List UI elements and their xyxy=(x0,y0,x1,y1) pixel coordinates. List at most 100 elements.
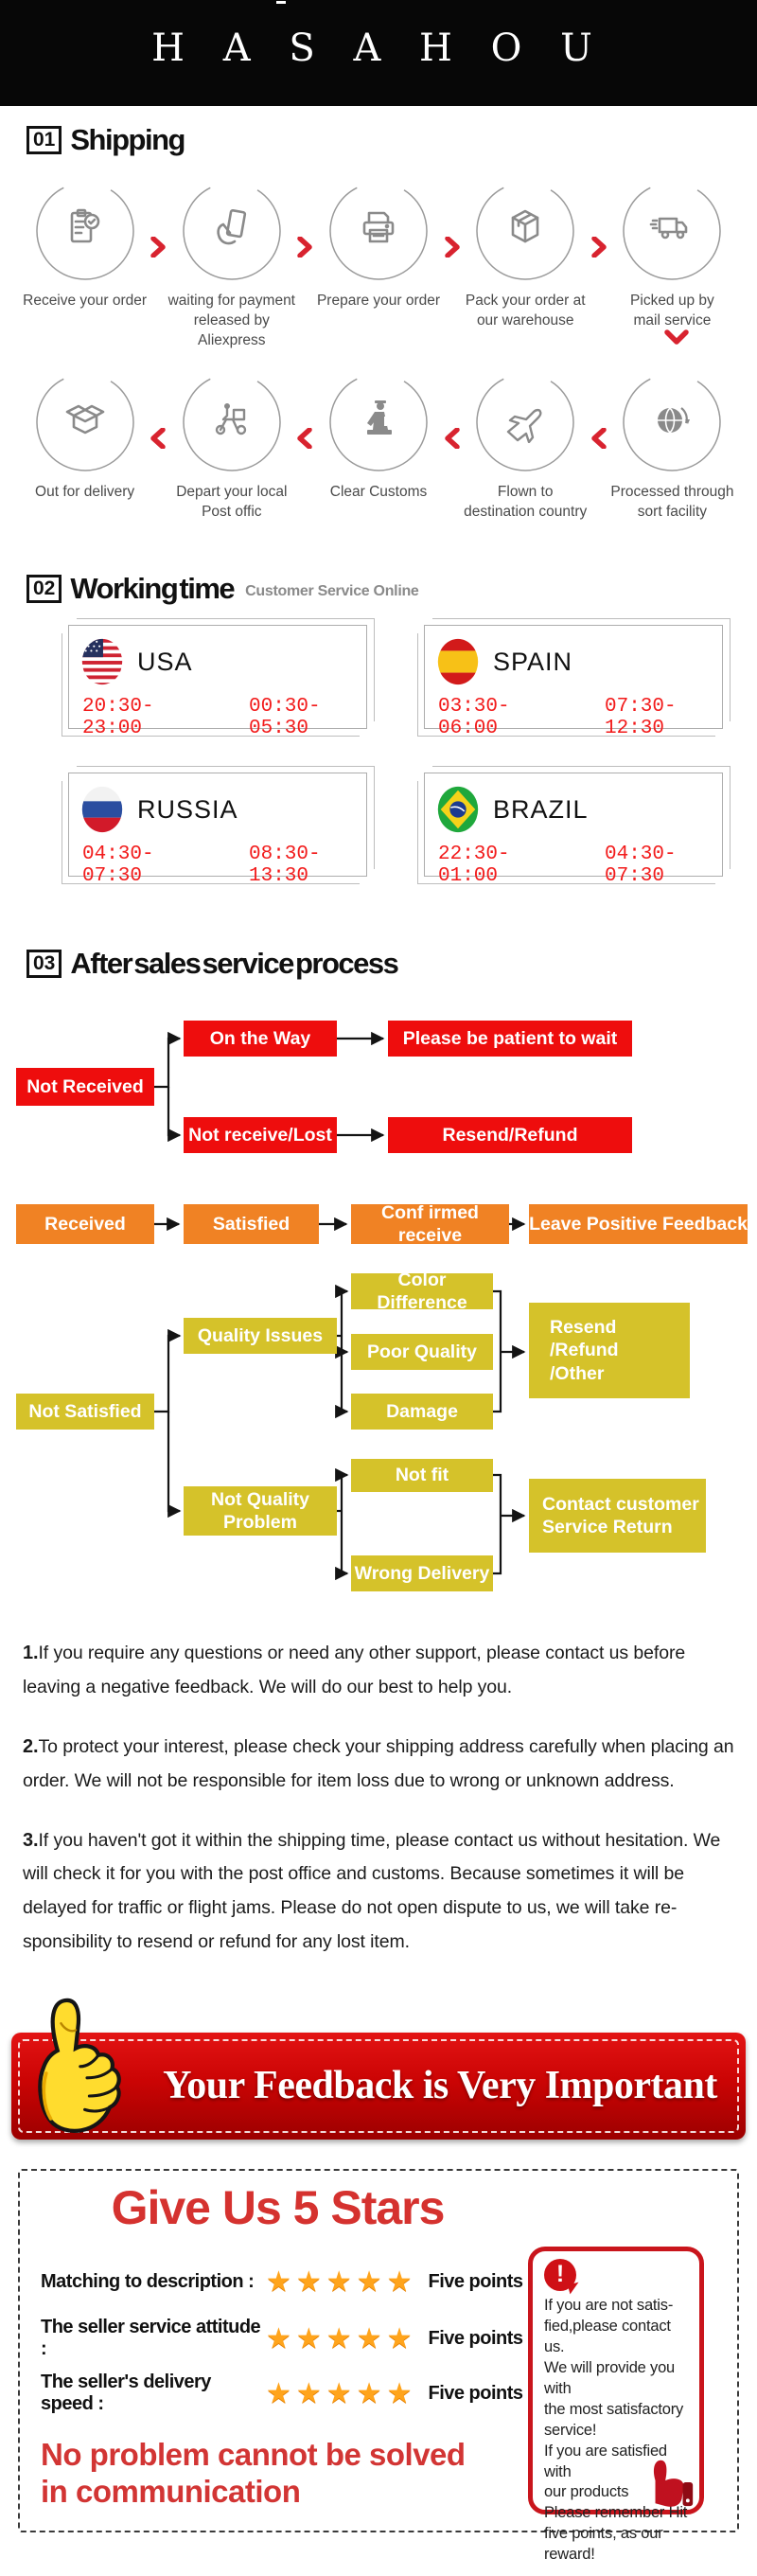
usa-flag-icon xyxy=(81,638,123,685)
give-us-5-stars-section: Give Us 5 Stars Matching to description … xyxy=(18,2169,739,2563)
arc-circle xyxy=(329,373,428,471)
shipping-step: Pack your order at our warehouse xyxy=(460,178,591,351)
feedback-banner-ribbon xyxy=(11,2033,746,2140)
service-time: 07:30-12:30 xyxy=(605,696,677,739)
brand-title: H A S A H O U xyxy=(151,27,606,70)
delivery-scooter-icon xyxy=(215,403,246,435)
step-label: Receive your order xyxy=(23,293,148,309)
flow-node-confirmed-receive: Conf irmed receive xyxy=(351,1202,509,1246)
feedback-banner-text: Your Feedback is Very Important xyxy=(163,2064,717,2107)
step-label: Prepare your order xyxy=(316,293,441,309)
step-label: Out for delivery xyxy=(35,484,135,500)
flow-node-poor-quality: Poor Quality xyxy=(351,1334,493,1370)
arc-circle xyxy=(623,373,722,471)
spain-flag-icon xyxy=(437,638,479,685)
chevron-left-icon xyxy=(591,428,607,449)
payment-hand-card-icon xyxy=(217,208,246,245)
section-number: 02 xyxy=(26,575,62,603)
arc-circle xyxy=(476,373,574,471)
exclamation-icon: ! xyxy=(544,2259,576,2291)
country-name: RUSSIA xyxy=(137,794,238,824)
flow-node-damage: Damage xyxy=(351,1394,493,1430)
note-text: To protect your interest, please check y… xyxy=(23,1735,734,1791)
rating-label: The seller service attitude : xyxy=(41,2317,261,2359)
shipping-step: Clear Customs xyxy=(312,369,444,523)
rating-row-description: Matching to description : ★★★★★ Five poi… xyxy=(41,2264,523,2300)
arc-circle xyxy=(329,182,428,280)
flow-node-patient: Please be patient to wait xyxy=(388,1021,632,1057)
red-thumbs-up-icon xyxy=(653,2460,694,2507)
service-time: 22:30-01:00 xyxy=(438,844,510,887)
arc-circle xyxy=(35,182,134,280)
note-text: If you require any questions or need any… xyxy=(23,1643,686,1697)
flow-node-wrong-delivery: Wrong Delivery xyxy=(351,1555,493,1591)
flow-node-satisfied: Satisfied xyxy=(184,1204,319,1244)
thumbs-up-icon xyxy=(38,1998,121,2133)
chevron-down-icon xyxy=(664,329,689,345)
shipping-step: Prepare your order xyxy=(312,178,444,351)
flow-node-resend-refund-other: Resend /Refund /Other xyxy=(529,1303,690,1398)
airplane-icon xyxy=(507,408,542,443)
service-time: 08:30-13:30 xyxy=(249,844,321,887)
note-number: 1. xyxy=(23,1643,39,1663)
shipping-step: waiting for payment released by Aliexpre… xyxy=(166,178,297,351)
rating-label: Matching to description : xyxy=(41,2270,255,2292)
section-number: 01 xyxy=(26,126,62,154)
rating-label: The seller's delivery speed : xyxy=(41,2372,211,2414)
country-name: USA xyxy=(137,647,193,676)
feedback-banner: Your Feedback is Very Important xyxy=(0,1983,757,2156)
flow-node-contact-customer: Contact customer Service Return xyxy=(529,1479,706,1553)
section-title: After sales service process xyxy=(70,947,399,980)
note-number: 3. xyxy=(23,1829,39,1851)
after-sales-flowchart: On the Way Please be patient to wait Not… xyxy=(0,1005,757,1621)
working-time-card-spain: SPAIN 03:30-06:00 07:30-12:30 xyxy=(417,618,731,739)
truck-icon xyxy=(650,217,688,240)
shipping-step: Out for delivery xyxy=(19,369,150,523)
shipping-step: Flown to destination country xyxy=(460,369,591,523)
order-clipboard-icon xyxy=(70,208,99,243)
country-name: BRAZIL xyxy=(493,794,589,824)
communication-slogan: No problem cannot be solved in communica… xyxy=(41,2437,466,2509)
chevron-left-icon xyxy=(150,428,166,449)
note-number: 2. xyxy=(23,1735,39,1757)
chevron-left-icon xyxy=(444,428,460,449)
package-box-icon xyxy=(511,209,539,243)
rating-row-delivery: The seller's delivery speed : ★★★★★ Five… xyxy=(41,2372,523,2414)
stars-title: Give Us 5 Stars xyxy=(111,2181,446,2234)
shipping-step: Receive your order xyxy=(19,178,150,351)
section-number: 03 xyxy=(26,950,62,978)
shipping-step: Depart your local Post offic xyxy=(166,369,297,523)
printer-icon xyxy=(362,211,395,243)
step-label: Pack your order at our warehouse xyxy=(465,293,586,329)
arc-circle xyxy=(183,373,281,471)
arc-circle xyxy=(183,182,281,280)
globe-icon xyxy=(658,407,691,434)
service-time: 20:30-23:00 xyxy=(82,696,154,739)
chevron-right-icon xyxy=(150,237,166,258)
five-stars-icon: ★★★★★ xyxy=(266,2322,417,2354)
arc-circle xyxy=(35,373,134,471)
flow-node-on-the-way: On the Way xyxy=(184,1021,337,1057)
policy-notes: 1.If you require any questions or need a… xyxy=(23,1636,738,1984)
section-subtitle: Customer Service Online xyxy=(245,583,419,599)
service-time: 04:30-07:30 xyxy=(605,844,677,887)
rating-row-service: The seller service attitude : ★★★★★ Five… xyxy=(41,2317,523,2359)
tip-text: If you are not satis- fied,please contac… xyxy=(544,2297,688,2564)
chevron-right-icon xyxy=(591,237,607,258)
step-label: Clear Customs xyxy=(329,484,428,500)
note-1: 1.If you require any questions or need a… xyxy=(23,1636,738,1705)
flow-node-resend-refund: Resend/Refund xyxy=(388,1117,632,1153)
shipping-steps-row1: Receive your order waiting for payment r… xyxy=(0,178,757,351)
rating-points: Five points xyxy=(428,2270,523,2292)
note-3: 3.If you haven't got it within the shipp… xyxy=(23,1823,738,1961)
flowchart-connectors xyxy=(154,1031,526,1581)
working-time-card-usa: USA 20:30-23:00 00:30-05:30 xyxy=(62,618,375,739)
flow-node-color-difference: Color Difference xyxy=(351,1270,493,1313)
service-time: 04:30-07:30 xyxy=(82,844,154,887)
step-label: waiting for payment released by Aliexpre… xyxy=(167,293,295,348)
step-label: Picked up by mail service xyxy=(630,293,714,329)
open-box-icon xyxy=(65,404,104,435)
note-text: If you haven't got it within the shippin… xyxy=(23,1829,721,1953)
flow-node-not-satisfied: Not Satisfied xyxy=(16,1394,154,1430)
